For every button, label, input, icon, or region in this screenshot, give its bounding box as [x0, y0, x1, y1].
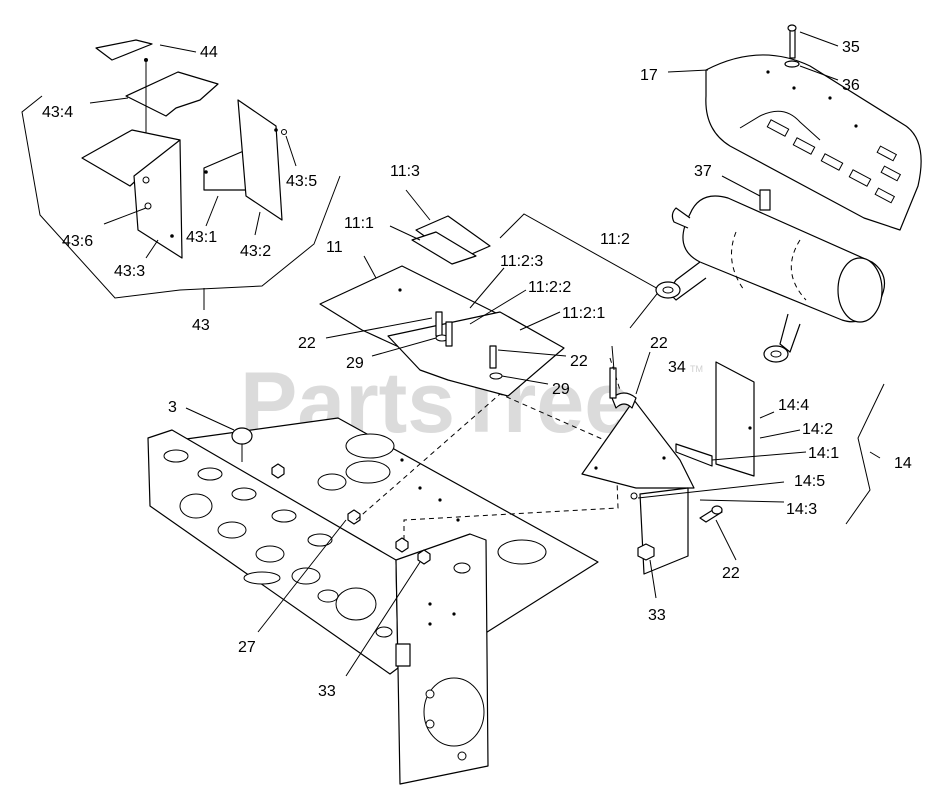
- part-14-2-plate: [715, 361, 755, 477]
- nut-frame-a: [271, 463, 285, 479]
- callout-44: 44: [200, 44, 218, 61]
- callout-22-a: 22: [298, 335, 316, 352]
- callout-11-2-2: 11:2:2: [528, 279, 571, 296]
- callout-11-2: 11:2: [600, 231, 630, 248]
- callout-14-4: 14:4: [778, 397, 809, 414]
- callout-17: 17: [640, 67, 658, 84]
- part-11-2-1-plate: [387, 311, 565, 397]
- bolt-22-b: [489, 345, 497, 369]
- callout-11: 11: [326, 239, 343, 256]
- callout-11-2-3: 11:2:3: [500, 253, 543, 270]
- part-44-decal: [95, 39, 153, 61]
- callout-34: 34: [668, 359, 686, 376]
- plate-assembly-11: [319, 189, 661, 397]
- washer-29-b: [489, 372, 503, 380]
- part-14-3-plate: [639, 487, 689, 575]
- callout-11-1: 11:1: [344, 215, 374, 232]
- callout-11-3: 11:3: [390, 163, 420, 180]
- group-14-bracket: [845, 383, 885, 525]
- callout-27: 27: [238, 639, 256, 656]
- nut-33-frame: [417, 549, 431, 565]
- callout-43-6: 43:6: [62, 233, 93, 250]
- part-43-1-strip: [203, 149, 247, 191]
- watermark-trademark: TM: [690, 364, 703, 374]
- callout-43-3: 43:3: [114, 263, 145, 280]
- callout-43-4: 43:4: [42, 104, 73, 121]
- nut-frame-b: [395, 537, 409, 553]
- callout-29-b: 29: [552, 381, 570, 398]
- callout-35: 35: [842, 39, 860, 56]
- part-3-knob: [231, 427, 253, 445]
- callout-33-a: 33: [648, 607, 666, 624]
- bolt-22-a: [435, 311, 443, 337]
- callout-43-2: 43:2: [240, 243, 271, 260]
- callout-14-3: 14:3: [786, 501, 817, 518]
- frame-assembly: [147, 357, 621, 785]
- nut-33: [637, 543, 655, 561]
- nut-27: [347, 509, 361, 525]
- callout-29-a: 29: [346, 355, 364, 372]
- callout-14-5: 14:5: [794, 473, 825, 490]
- callout-14-2: 14:2: [802, 421, 833, 438]
- callout-14: 14: [894, 455, 912, 472]
- callout-11-2-1: 11:2:1: [562, 305, 605, 322]
- callout-43: 43: [192, 317, 210, 334]
- group-43-bracket: [21, 95, 341, 299]
- washer-36: [784, 60, 800, 68]
- bolt-35: [789, 27, 796, 59]
- callout-labels: 44 43:4 43:5 43:6 43:1 43:2 43:3 43 11:3…: [42, 39, 912, 700]
- part-43-2-bracket: [237, 99, 283, 221]
- callout-37: 37: [694, 163, 712, 180]
- bracket-assembly-14: [581, 345, 885, 599]
- part-14-bracket: [581, 399, 695, 489]
- panel-assembly-43: [21, 39, 341, 310]
- part-14-1-spacer: [675, 443, 713, 467]
- callout-22-d: 22: [722, 565, 740, 582]
- bolt-22-d: [699, 505, 723, 523]
- bolt-22-c: [609, 367, 617, 399]
- callout-43-5: 43:5: [286, 173, 317, 190]
- muffler-assembly: [655, 24, 922, 363]
- part-37-spacer: [759, 189, 771, 211]
- callout-22-b: 22: [570, 353, 588, 370]
- callout-36: 36: [842, 77, 860, 94]
- callout-3: 3: [168, 399, 177, 416]
- bolt-11-2-3: [445, 321, 453, 347]
- callout-22-c: 22: [650, 335, 668, 352]
- callout-43-1: 43:1: [186, 229, 217, 246]
- frame-slot-bracket: [395, 643, 411, 667]
- part-34-clamp: [611, 392, 637, 409]
- part-43-4-plate: [125, 71, 219, 117]
- group-11-2-bracket: [499, 213, 661, 329]
- callout-33-b: 33: [318, 683, 336, 700]
- part-11-1-cover: [411, 231, 477, 265]
- callout-14-1: 14:1: [808, 445, 839, 462]
